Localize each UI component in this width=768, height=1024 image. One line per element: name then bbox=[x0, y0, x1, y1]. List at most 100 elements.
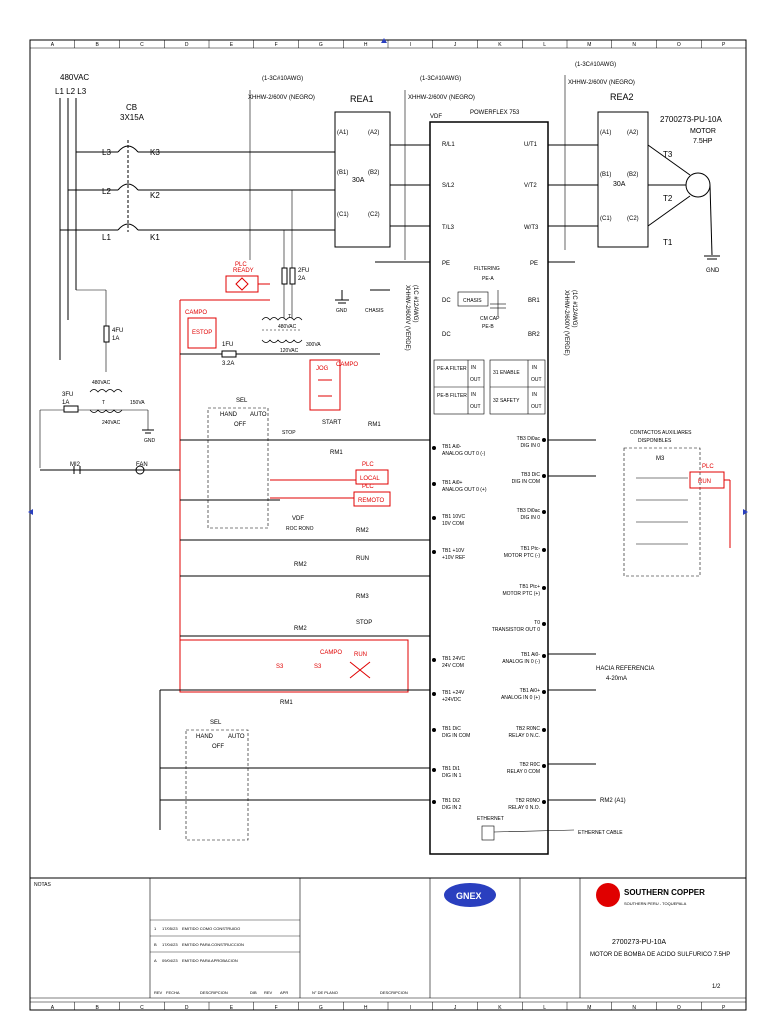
svg-text:T2: T2 bbox=[663, 194, 673, 203]
revision-col-head: REV bbox=[154, 990, 163, 995]
terminal-dot bbox=[432, 658, 436, 662]
svg-text:2A: 2A bbox=[298, 276, 305, 282]
breaker-phase-l3: L3 K3 bbox=[76, 145, 335, 157]
svg-text:OUT: OUT bbox=[470, 404, 481, 410]
breaker-phase-l2: L2 K2 bbox=[68, 183, 335, 200]
revision-desc: EMITIDO COMO CONSTRUIDO bbox=[182, 926, 240, 931]
svg-text:MOTOR: MOTOR bbox=[690, 128, 716, 135]
terminal-dot bbox=[542, 622, 546, 626]
grid-col-label: D bbox=[185, 42, 189, 48]
svg-text:K1: K1 bbox=[150, 233, 160, 242]
svg-text:VDF: VDF bbox=[430, 114, 442, 120]
rm3-label: RM3 bbox=[356, 594, 369, 600]
sheet-number: 1/2 bbox=[712, 984, 721, 990]
sheet-border bbox=[29, 39, 747, 1011]
svg-text:REA2: REA2 bbox=[610, 92, 634, 102]
svg-text:IN: IN bbox=[471, 392, 476, 398]
vfd-right-desc: MOTOR PTC (+) bbox=[502, 591, 540, 597]
grid-col-label: P bbox=[722, 1005, 726, 1011]
svg-text:480VAC: 480VAC bbox=[278, 324, 297, 330]
svg-text:PE-A: PE-A bbox=[482, 276, 494, 282]
vfd-powerflex-753: VDF POWERFLEX 753 R/L1 S/L2 T/L3 PE DC D… bbox=[429, 110, 623, 855]
revision-date: 17/05/23 bbox=[162, 926, 178, 931]
terminal-dot bbox=[432, 446, 436, 450]
terminal-dot bbox=[542, 510, 546, 514]
cable-spec-1: (1-3C#10AWG) bbox=[262, 76, 303, 82]
rm2-a1-label: RM2 (A1) bbox=[600, 798, 626, 804]
grid-col-label: H bbox=[364, 42, 368, 48]
gnex-logo-icon bbox=[444, 883, 496, 907]
terminal-dot bbox=[542, 654, 546, 658]
vfd-right-term: TB1 Ptc+ bbox=[519, 584, 540, 590]
terminal-dot bbox=[542, 586, 546, 590]
breaker-label: CB bbox=[126, 103, 137, 112]
svg-text:S3: S3 bbox=[276, 664, 284, 670]
vfd-left-term: TB1 +24V bbox=[442, 690, 465, 696]
fuse-1fu: 1FU 3.2A bbox=[221, 342, 237, 367]
svg-text:RUN: RUN bbox=[698, 479, 711, 485]
svg-text:SEL: SEL bbox=[210, 720, 222, 726]
grid-col-label: C bbox=[140, 42, 144, 48]
drawing-subtitle: MOTOR DE BOMBA DE ACIDO SULFURICO 7.5HP bbox=[590, 952, 730, 958]
hacia-referencia: HACIA REFERENCIA bbox=[596, 666, 654, 672]
vfd-right-desc: ANALOG IN 0 (-) bbox=[502, 659, 540, 665]
revision-number: A bbox=[154, 958, 157, 963]
terminal-dot bbox=[432, 692, 436, 696]
grid-col-label: H bbox=[364, 1005, 368, 1011]
svg-text:S3: S3 bbox=[314, 664, 322, 670]
vfd-right-desc: RELAY 0 N.C. bbox=[509, 733, 541, 739]
vfd-right-desc: ANALOG IN 0 (+) bbox=[501, 695, 540, 701]
vfd-right-term: TB3 Di0ac bbox=[517, 508, 541, 514]
svg-text:(A1): (A1) bbox=[600, 130, 611, 136]
start-label: START bbox=[322, 420, 341, 426]
remoto-indicator: PLC REMOTO bbox=[353, 484, 391, 507]
ref-4-20ma: 4-20mA bbox=[606, 676, 627, 682]
vfd-left-term: TB1 10VC bbox=[442, 514, 465, 520]
svg-text:T3: T3 bbox=[663, 150, 673, 159]
grid-col-label: L bbox=[543, 42, 546, 48]
svg-text:L2: L2 bbox=[102, 187, 111, 196]
svg-text:PE-A FILTER: PE-A FILTER bbox=[437, 366, 467, 372]
grid-col-label: G bbox=[319, 42, 323, 48]
svg-text:AUTO: AUTO bbox=[228, 734, 245, 740]
svg-text:CHASIS: CHASIS bbox=[463, 298, 482, 304]
svg-text:OUT: OUT bbox=[531, 377, 542, 383]
fan-circuit: MI2 FAN bbox=[40, 462, 180, 475]
svg-text:SEL: SEL bbox=[236, 398, 248, 404]
terminal-dot bbox=[542, 764, 546, 768]
svg-text:CAMPO: CAMPO bbox=[185, 310, 207, 316]
svg-text:GNEX: GNEX bbox=[456, 891, 482, 901]
drawing-title: 2700273-PU-10A bbox=[612, 939, 666, 946]
ground-spec-2: (1C #12AWG) bbox=[571, 290, 577, 327]
svg-text:U/T1: U/T1 bbox=[524, 142, 538, 148]
svg-text:150VA: 150VA bbox=[130, 400, 145, 406]
grid-col-label: G bbox=[319, 1005, 323, 1011]
svg-text:OFF: OFF bbox=[212, 744, 224, 750]
cable-spec-2b: XHHW-2/600V (NEGRO) bbox=[408, 95, 475, 101]
svg-text:32 SAFETY: 32 SAFETY bbox=[493, 398, 520, 404]
chasis-label: CHASIS bbox=[365, 308, 384, 314]
grid-col-label: M bbox=[587, 1005, 591, 1011]
grid-col-label: E bbox=[230, 42, 234, 48]
cable-spec-3b: XHHW-2/600V (NEGRO) bbox=[568, 80, 635, 86]
vfd-right-desc: MOTOR PTC (-) bbox=[504, 553, 541, 559]
svg-text:M3: M3 bbox=[656, 456, 665, 462]
svg-text:ETHERNET: ETHERNET bbox=[477, 816, 504, 822]
svg-text:AUTO: AUTO bbox=[250, 412, 267, 418]
estop-button: CAMPO ESTOP bbox=[185, 310, 217, 349]
grid-col-label: O bbox=[677, 42, 681, 48]
ground-spec-1b: XHHW-2/600V (VERDE) bbox=[404, 285, 410, 351]
svg-text:PE-B FILTER: PE-B FILTER bbox=[437, 393, 467, 399]
grid-col-label: O bbox=[677, 1005, 681, 1011]
vfd-right-term: TB2 R0NC bbox=[516, 726, 541, 732]
svg-text:1A: 1A bbox=[112, 336, 119, 342]
center-marker-left bbox=[28, 509, 33, 515]
svg-text:FAN: FAN bbox=[136, 462, 148, 468]
reactor-rea1: REA1 (A1) (A2) (B1) (B2) (C1) (C2) 30A bbox=[334, 94, 391, 248]
supply-phases: L1 L2 L3 bbox=[55, 87, 87, 96]
grid-col-label: A bbox=[51, 42, 55, 48]
svg-text:2700273-PU-10A: 2700273-PU-10A bbox=[660, 115, 722, 124]
revision-col-head: FECHA bbox=[166, 990, 180, 995]
grid-col-label: I bbox=[410, 42, 411, 48]
